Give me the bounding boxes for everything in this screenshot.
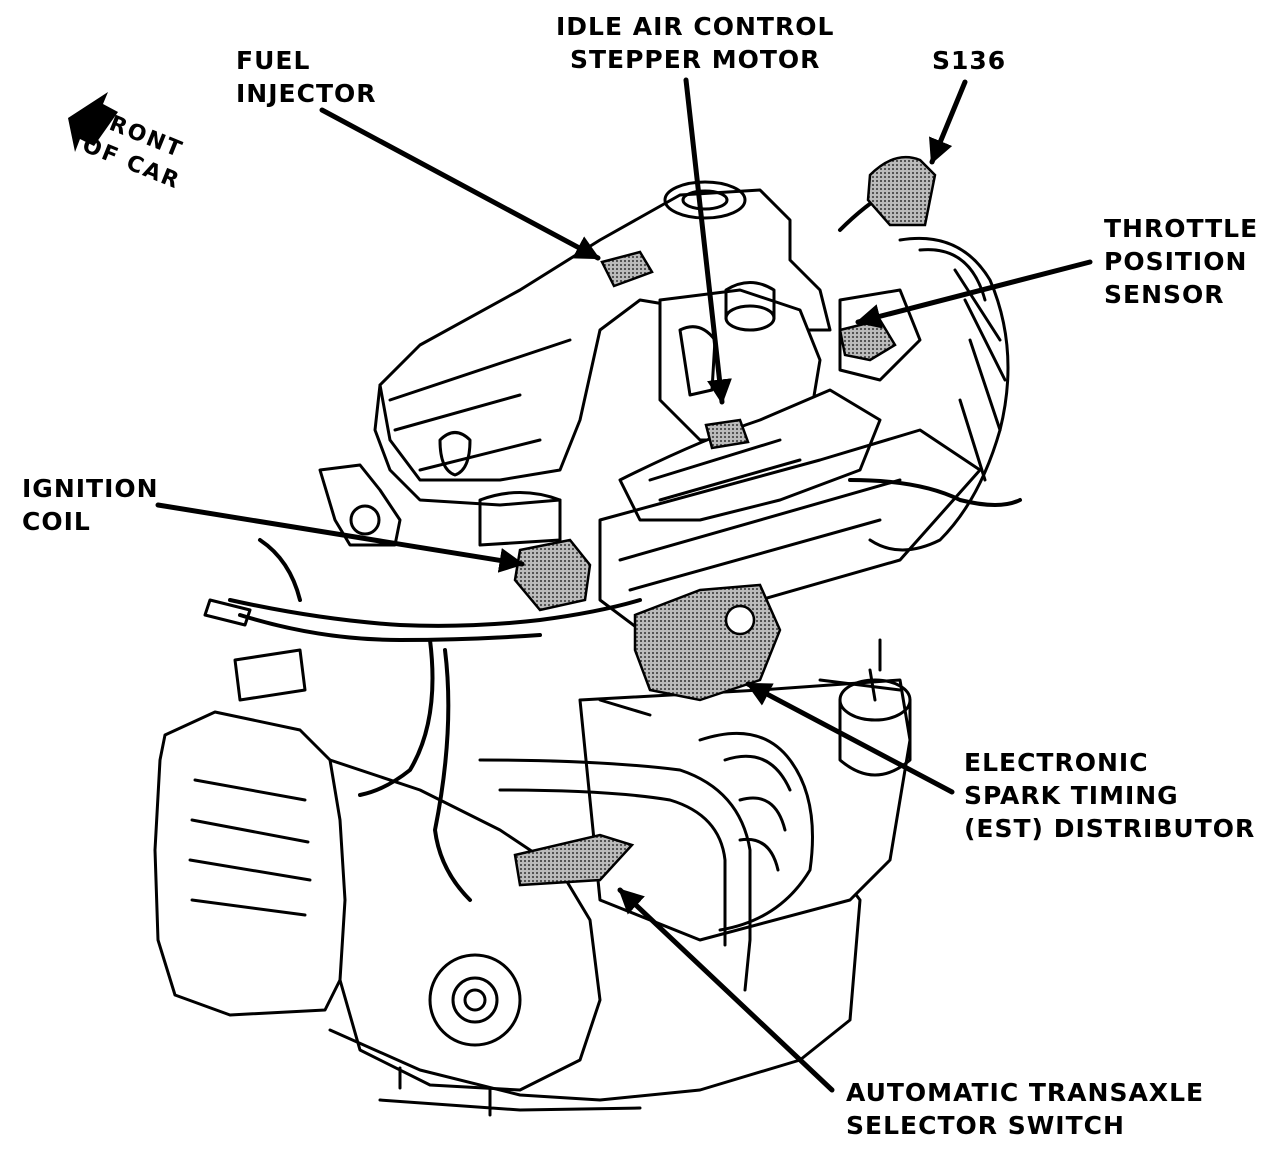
label-s136-line1: S136 xyxy=(932,46,1007,75)
idle-air-arrow xyxy=(683,77,732,405)
label-throttle-line3: SENSOR xyxy=(1104,280,1225,309)
intake-manifold xyxy=(598,388,982,632)
label-throttle-position-sensor: THROTTLE POSITION SENSOR xyxy=(1104,212,1258,311)
label-transaxle-line1: AUTOMATIC TRANSAXLE xyxy=(846,1078,1205,1107)
distributor-part xyxy=(633,583,782,702)
label-throttle-line2: POSITION xyxy=(1104,247,1248,276)
transaxle-housing xyxy=(153,710,862,1117)
s136-connector-part xyxy=(866,155,937,227)
label-idle-air-control: IDLE AIR CONTROL STEPPER MOTOR xyxy=(556,10,834,76)
throttle-arrow xyxy=(855,259,1093,329)
label-ignition-coil: IGNITION COIL xyxy=(22,472,159,538)
label-idle-air-line1: IDLE AIR CONTROL xyxy=(556,12,835,41)
front-arrow-icon xyxy=(68,92,118,152)
ignition-coil-part xyxy=(513,538,592,612)
label-ignition-line2: COIL xyxy=(22,507,91,536)
ignition-coil-arrow xyxy=(155,502,525,573)
label-throttle-line1: THROTTLE xyxy=(1104,214,1259,243)
engine-fittings xyxy=(203,463,902,717)
est-arrow xyxy=(745,681,955,795)
fuel-injector-part xyxy=(600,250,654,288)
label-fuel-injector-line2: INJECTOR xyxy=(236,79,377,108)
wiring-harness xyxy=(228,173,1022,902)
label-est-line3: (EST) DISTRIBUTOR xyxy=(964,814,1256,843)
label-transaxle-line2: SELECTOR SWITCH xyxy=(846,1111,1125,1140)
label-est-line1: ELECTRONIC xyxy=(964,748,1149,777)
label-fuel-injector: FUEL INJECTOR xyxy=(236,44,377,110)
iac-motor-part xyxy=(704,418,750,450)
label-transaxle-switch: AUTOMATIC TRANSAXLE SELECTOR SWITCH xyxy=(846,1076,1204,1142)
label-est-line2: SPARK TIMING xyxy=(964,781,1179,810)
label-s136: S136 xyxy=(932,44,1006,77)
fuel-injector-arrow xyxy=(319,107,601,261)
s136-arrow xyxy=(929,79,968,165)
selector-switch-part xyxy=(513,833,635,887)
label-idle-air-line2: STEPPER MOTOR xyxy=(569,45,821,74)
label-est-distributor: ELECTRONIC SPARK TIMING (EST) DISTRIBUTO… xyxy=(964,746,1255,845)
label-fuel-injector-line1: FUEL xyxy=(236,46,311,75)
label-ignition-line1: IGNITION xyxy=(22,474,159,503)
transaxle-arrow xyxy=(617,887,835,1093)
